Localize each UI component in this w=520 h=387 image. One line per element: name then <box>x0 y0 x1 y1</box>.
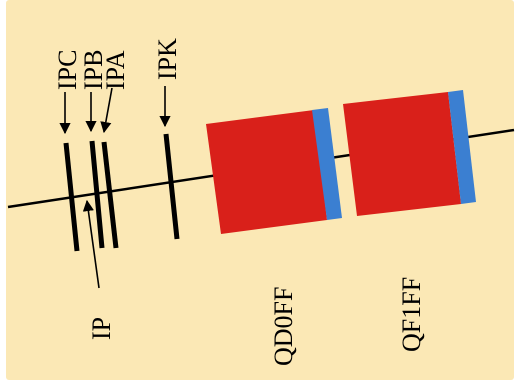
bpm-ipk-marker <box>163 133 180 240</box>
bpm-ipb-marker <box>89 140 105 249</box>
ip-arrow <box>82 199 100 289</box>
magnet-qf1ff-end <box>448 90 476 204</box>
label-ipa: IPA <box>101 50 130 90</box>
bpm-ipc-marker <box>63 142 80 252</box>
magnet-qf1ff-body <box>343 92 461 216</box>
label-ipk: IPK <box>153 38 182 80</box>
magnet-qd0ff-body <box>206 110 327 234</box>
label-ipc: IPC <box>53 50 82 90</box>
label-qd0ff: QD0FF <box>269 287 298 366</box>
bpm-ipa-marker <box>101 141 119 249</box>
label-ipb: IPB <box>79 50 108 90</box>
magnet-qd0ff-end <box>312 108 342 220</box>
label-qf1ff: QF1FF <box>397 277 426 352</box>
label-ip: IP <box>87 317 116 340</box>
ipa-arrow <box>100 87 113 134</box>
